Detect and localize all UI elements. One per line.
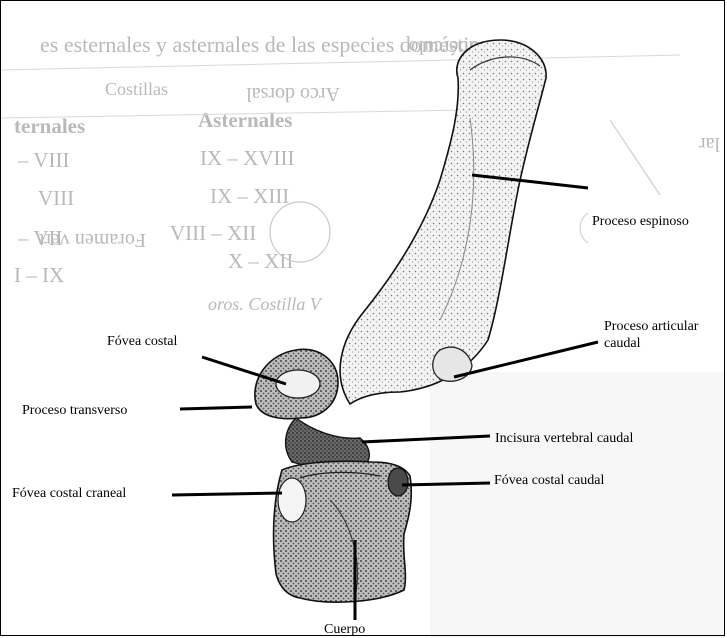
- label-fovea-costal-craneal: Fóvea costal craneal: [12, 485, 126, 502]
- label-proceso-articular-line2: caudal: [604, 335, 641, 352]
- label-proceso-articular-line1: Proceso articular: [604, 318, 698, 335]
- label-fovea-costal-caudal: Fóvea costal caudal: [494, 472, 604, 489]
- label-fovea-costal: Fóvea costal: [107, 333, 177, 350]
- label-cuerpo: Cuerpo: [324, 621, 365, 638]
- label-proceso-espinoso: Proceso espinoso: [592, 213, 689, 230]
- label-incisura-vertebral-caudal: Incisura vertebral caudal: [495, 430, 633, 447]
- label-proceso-transverso: Proceso transverso: [22, 402, 127, 419]
